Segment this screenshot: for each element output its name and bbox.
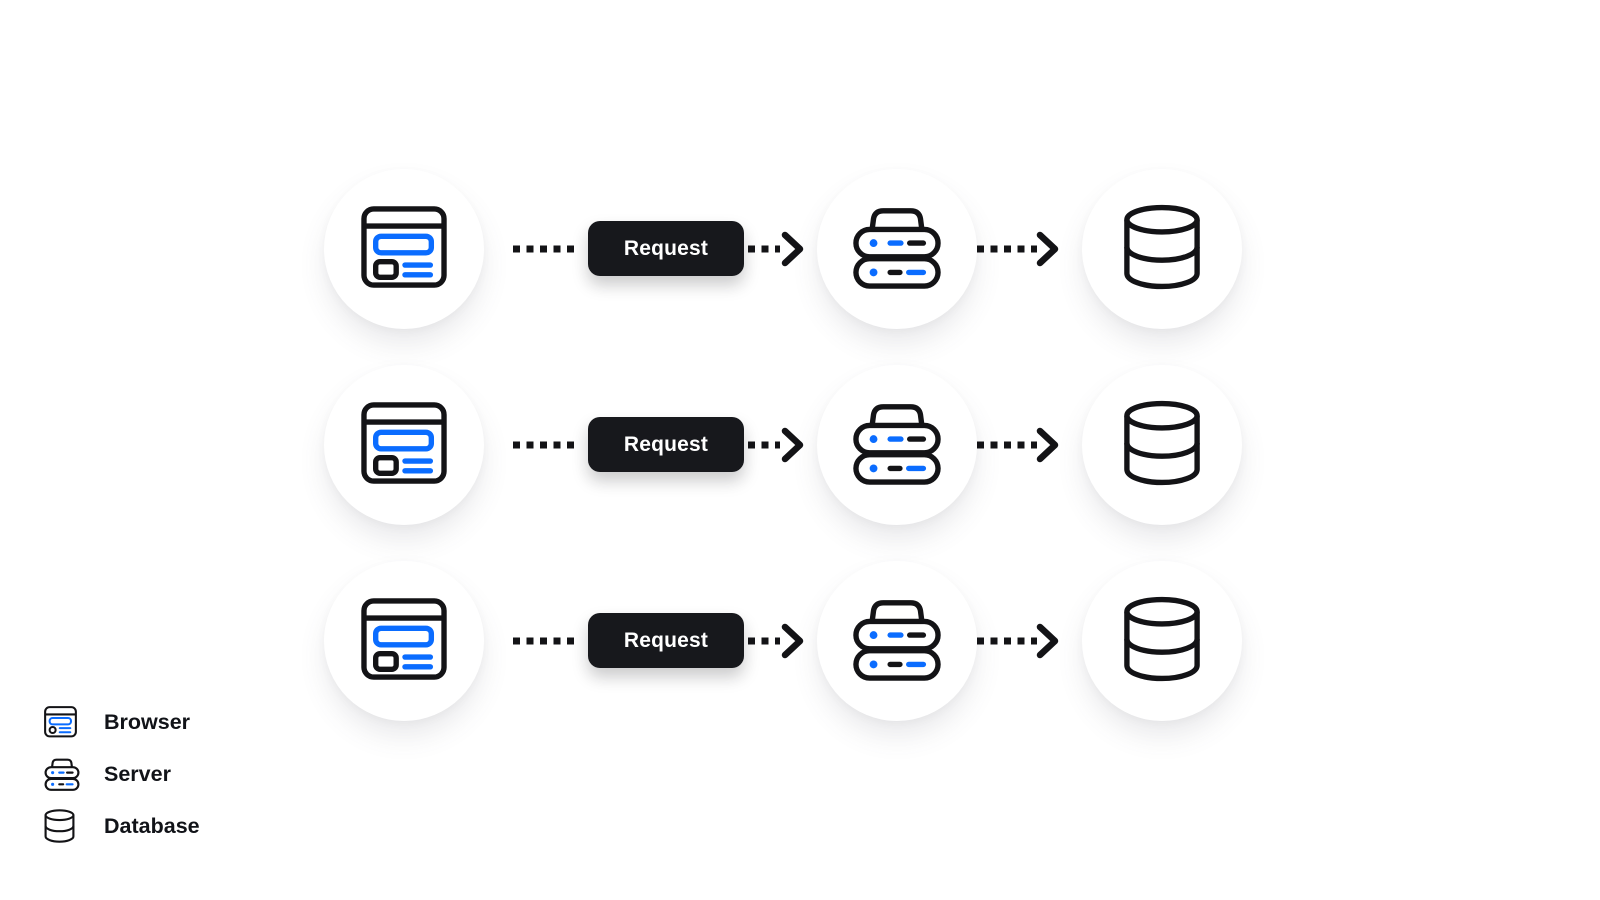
legend-item-browser: Browser — [44, 704, 200, 740]
legend: Browser Server Database — [44, 704, 200, 860]
dashed-arrow-to-server — [748, 425, 804, 470]
server-node — [817, 169, 977, 329]
database-icon — [1123, 204, 1201, 295]
browser-icon — [361, 598, 447, 685]
dashed-arrow-to-server — [748, 229, 804, 274]
dashed-arrow-to-database — [977, 621, 1059, 666]
server-node — [817, 561, 977, 721]
server-icon — [852, 204, 942, 295]
dashed-connector — [512, 633, 580, 654]
dashed-arrow-to-database — [977, 425, 1059, 470]
dashed-connector — [512, 437, 580, 458]
database-node — [1082, 561, 1242, 721]
legend-label: Database — [104, 813, 200, 838]
dashed-arrow-to-server — [748, 621, 804, 666]
server-icon — [852, 400, 942, 491]
browser-node — [324, 365, 484, 525]
flow-row: Request — [0, 365, 1600, 525]
browser-node — [324, 169, 484, 329]
legend-label: Browser — [104, 709, 191, 734]
legend-item-server: Server — [44, 756, 200, 792]
request-badge: Request — [588, 613, 744, 668]
flow-row: Request — [0, 561, 1600, 721]
server-icon — [44, 757, 82, 791]
database-icon — [1123, 400, 1201, 491]
dashed-arrow-to-database — [977, 229, 1059, 274]
database-icon — [1123, 596, 1201, 687]
browser-icon — [361, 402, 447, 489]
browser-icon — [44, 706, 82, 738]
request-badge: Request — [588, 417, 744, 472]
browser-icon — [361, 206, 447, 293]
legend-label: Server — [104, 761, 171, 786]
dashed-connector — [512, 241, 580, 262]
server-icon — [852, 596, 942, 687]
browser-node — [324, 561, 484, 721]
legend-item-database: Database — [44, 808, 200, 844]
server-node — [817, 365, 977, 525]
request-badge: Request — [588, 221, 744, 276]
database-node — [1082, 365, 1242, 525]
database-icon — [44, 809, 82, 843]
flow-row: Request — [0, 169, 1600, 329]
database-node — [1082, 169, 1242, 329]
